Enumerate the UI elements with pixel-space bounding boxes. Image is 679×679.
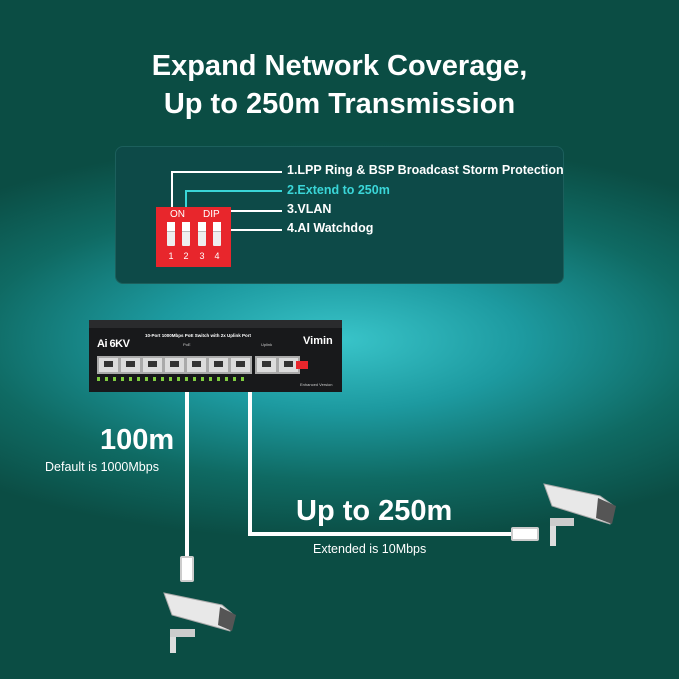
edition-label: Enhanced Version [300,382,333,387]
dip-on-label: ON [170,209,185,220]
device-description: 10-Port 1000Mbps PoE Switch with 2x Upli… [145,333,252,338]
option-3: 3.VLAN [287,202,332,216]
device-logo: Ai 6KV [97,338,130,350]
leader-1h [171,171,282,173]
cable-right-vertical [248,390,252,536]
right-distance: Up to 250m [296,495,453,527]
uplink-port [277,356,300,374]
headline-line1: Expand Network Coverage, [151,50,528,82]
rj45-connector-icon [511,527,539,541]
leader-2h [185,190,282,192]
option-2: 2.Extend to 250m [287,183,390,197]
dip-toggle-3[interactable] [198,222,206,246]
port [97,356,120,374]
cable-right-horizontal [248,532,513,536]
poe-switch: Ai 6KV 10-Port 1000Mbps PoE Switch with … [89,320,342,392]
port [141,356,164,374]
camera-icon [163,592,236,653]
port [119,356,142,374]
left-note: Default is 1000Mbps [45,460,159,474]
rj45-connector-icon [180,556,194,582]
leader-1 [171,171,173,221]
mini-dip-switch [296,361,308,369]
port [207,356,230,374]
port [185,356,208,374]
dip-number: 2 [183,251,189,261]
uplink-label: Uplink [261,342,273,347]
dip-number: 3 [199,251,205,261]
left-distance: 100m [100,424,175,456]
status-leds [97,377,247,381]
brand: Vimin [303,335,333,347]
headline-line2: Up to 250m Transmission [163,88,516,120]
cable-left [185,390,189,558]
port [163,356,186,374]
dip-toggle-4[interactable] [213,222,221,246]
uplink-port [255,356,278,374]
option-4: 4.AI Watchdog [287,221,374,235]
port [229,356,252,374]
leader-2 [185,190,187,222]
right-note: Extended is 10Mbps [313,542,427,556]
dip-switch: ON DIP 1 2 3 4 [156,207,231,267]
camera-icon [543,483,616,546]
dip-toggle-1[interactable] [167,222,175,246]
dip-label: DIP [203,209,220,220]
leader-3h [201,210,282,212]
poe-label: PoE [183,342,191,347]
dip-number: 4 [214,251,220,261]
option-1: 1.LPP Ring & BSP Broadcast Storm Protect… [287,163,564,177]
dip-toggle-2[interactable] [182,222,190,246]
leader-4 [220,229,282,231]
dip-number: 1 [168,251,174,261]
